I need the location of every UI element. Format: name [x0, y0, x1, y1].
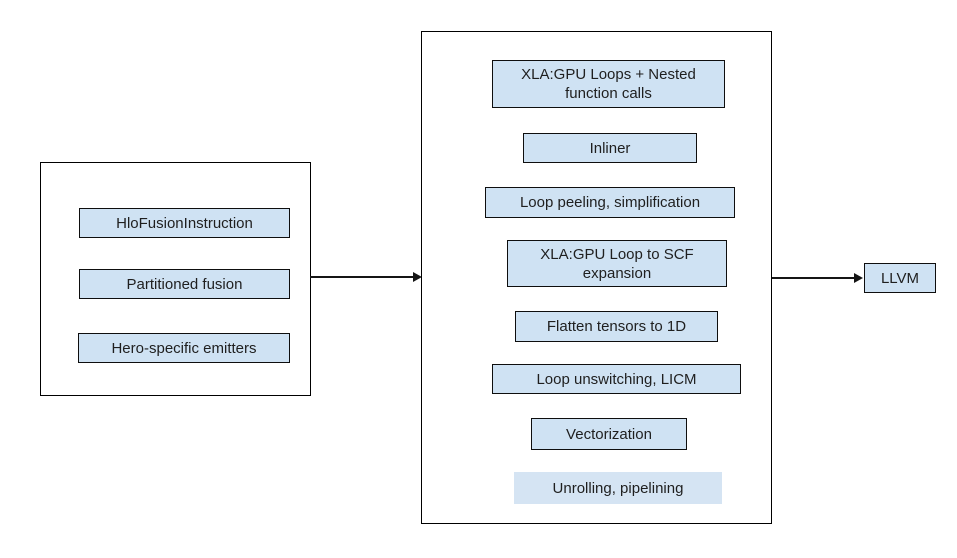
node-llvm: LLVM: [864, 263, 936, 293]
node-flatten-tensors-to-1d: Flatten tensors to 1D: [515, 311, 718, 342]
node-hlofusioninstruction: HloFusionInstruction: [79, 208, 290, 238]
node-unrolling-pipelining: Unrolling, pipelining: [514, 472, 722, 504]
node-loop-unswitching-licm: Loop unswitching, LICM: [492, 364, 741, 394]
arrow-left-to-middle: [310, 272, 422, 282]
arrow-middle-to-llvm: [772, 273, 863, 283]
node-vectorization: Vectorization: [531, 418, 687, 450]
node-hero-specific-emitters: Hero-specific emitters: [78, 333, 290, 363]
node-loop-peeling-simplification: Loop peeling, simplification: [485, 187, 735, 218]
node-xla-gpu-loops-nested-function-calls: XLA:GPU Loops + Nested function calls: [492, 60, 725, 108]
node-inliner: Inliner: [523, 133, 697, 163]
node-partitioned-fusion: Partitioned fusion: [79, 269, 290, 299]
arrowhead-right-icon: [854, 273, 863, 283]
arrowhead-right-icon: [413, 272, 422, 282]
node-xla-gpu-loop-to-scf-expansion: XLA:GPU Loop to SCF expansion: [507, 240, 727, 287]
